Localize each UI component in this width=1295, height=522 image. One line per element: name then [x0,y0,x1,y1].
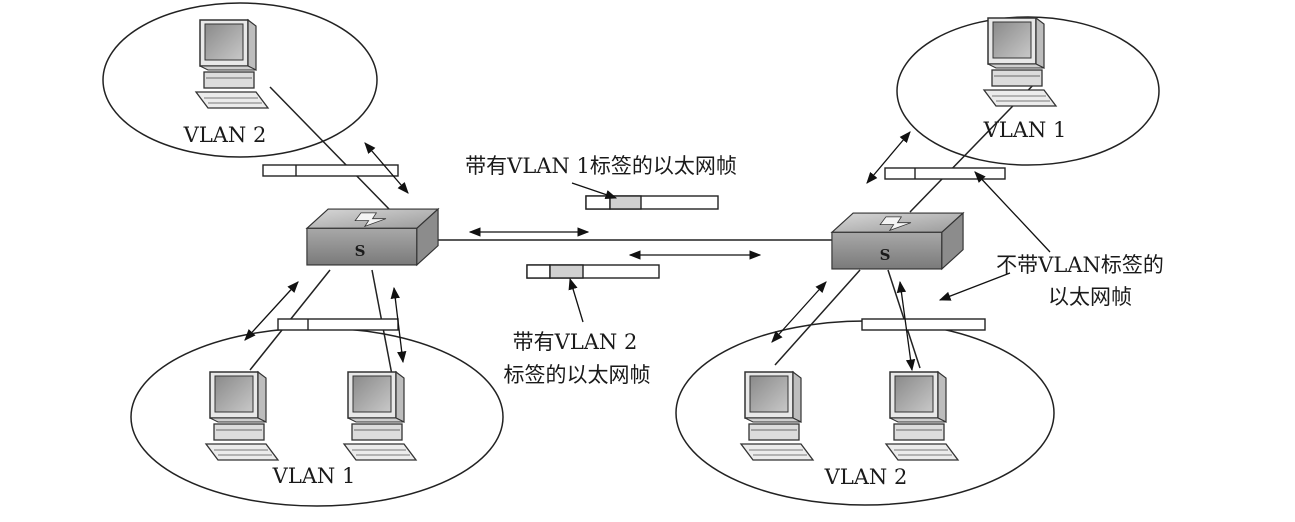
annotation-tagged-vlan2-line2: 标签的以太网帧 [504,363,651,387]
callout-pointer-untagged-bottom [938,272,1011,301]
direction-arrows [244,131,1051,372]
computer-icon-bottom-left-1 [205,371,279,461]
vlan1-top-right-group [896,16,1160,166]
callout-pointer-untagged-top [974,171,1051,253]
untagged-frames [262,164,1006,331]
computer-icon-bottom-right-2 [885,371,959,461]
access-arrow-bottom-left-2 [390,286,407,364]
switch-right: S [831,212,964,270]
annotation-tagged-vlan1: 带有VLAN 1标签的以太网帧 [465,154,737,178]
computer-icon-bottom-right-1 [740,371,814,461]
vlan-label-bottom-right: VLAN 2 [824,465,908,489]
untagged-frame-bottom-right [861,318,986,331]
vlan-label-bottom-left: VLAN 1 [272,464,356,488]
computer-icon-top-left [195,19,269,109]
annotation-untagged-line2: 以太网帧 [1048,285,1132,309]
vlan-label-top-left: VLAN 2 [183,123,267,147]
switch-right-label: S [880,246,891,264]
callout-pointer-vlan2-tag [568,277,584,323]
access-arrow-bottom-right-1 [771,281,827,343]
untagged-frame-top-right [884,167,1006,180]
access-arrow-bottom-left-1 [244,281,299,341]
untagged-frame-top-left [262,164,399,177]
access-arrow-top-right [866,131,911,184]
computer-icon-top-right [983,17,1057,107]
untagged-frame-bottom-left [277,318,399,331]
tagged-frame-vlan2 [526,264,660,279]
switch-left-label: S [355,242,366,260]
vlan-label-top-right: VLAN 1 [983,118,1067,142]
access-arrow-top-left [364,142,409,194]
switch-left: S [306,208,439,266]
tagged-frame-vlan1 [585,195,719,210]
access-arrow-bottom-right-2 [896,280,916,372]
callout-pointer-vlan1-tag [571,182,618,200]
annotation-untagged-line1: 不带VLAN标签的 [996,253,1164,277]
vlan2-top-left-group [102,2,378,158]
computer-icon-bottom-left-2 [343,371,417,461]
annotation-tagged-vlan2-line1: 带有VLAN 2 [513,330,638,354]
